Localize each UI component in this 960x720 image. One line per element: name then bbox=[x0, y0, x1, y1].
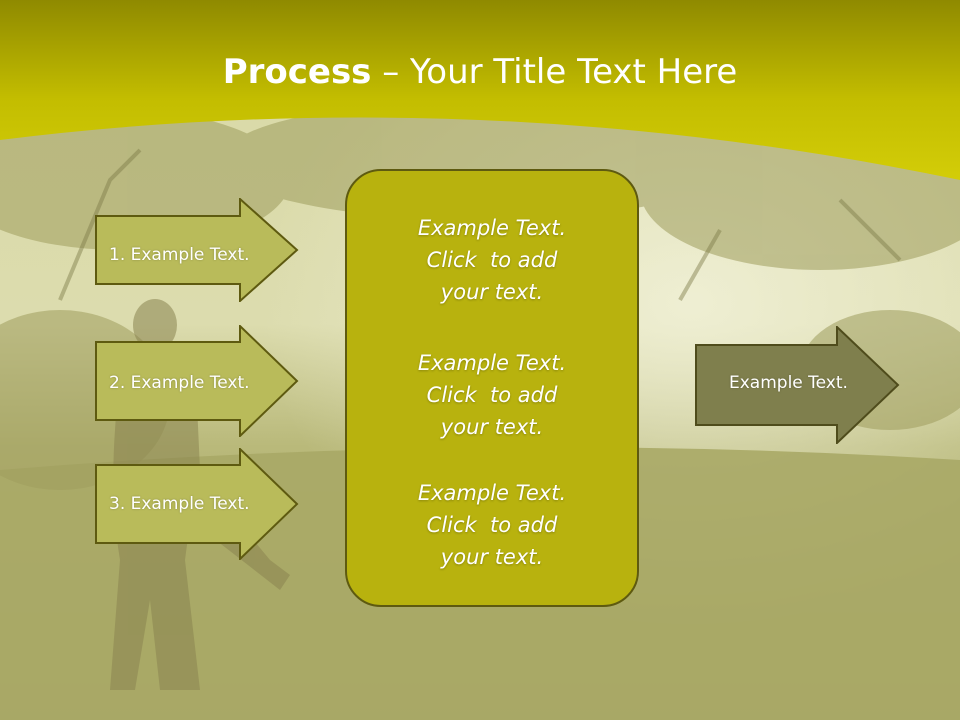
title-rest: – Your Title Text Here bbox=[371, 52, 738, 92]
right-arrow bbox=[695, 326, 900, 444]
left-arrow-3-label: 3. Example Text. bbox=[109, 494, 250, 514]
block-3-line-3: your text. bbox=[440, 545, 544, 569]
left-arrow-1-label: 1. Example Text. bbox=[109, 245, 250, 265]
center-block-2: Example Text. Click to add your text. bbox=[345, 347, 639, 443]
block-3-line-2: Click to add bbox=[426, 513, 558, 537]
left-arrow-2 bbox=[95, 325, 299, 437]
block-2-line-3: your text. bbox=[440, 415, 544, 439]
block-3-line-1: Example Text. bbox=[417, 481, 567, 505]
block-1-line-3: your text. bbox=[440, 280, 544, 304]
slide-title: Process – Your Title Text Here bbox=[0, 52, 960, 92]
left-arrow-3 bbox=[95, 448, 299, 560]
center-text-box bbox=[345, 169, 639, 607]
block-1-line-1: Example Text. bbox=[417, 216, 567, 240]
right-arrow-label: Example Text. bbox=[729, 373, 848, 393]
block-2-line-1: Example Text. bbox=[417, 351, 567, 375]
left-arrow-1 bbox=[95, 198, 299, 302]
block-1-line-2: Click to add bbox=[426, 248, 558, 272]
center-block-3: Example Text. Click to add your text. bbox=[345, 477, 639, 573]
left-arrow-2-label: 2. Example Text. bbox=[109, 373, 250, 393]
title-bold: Process bbox=[222, 52, 372, 92]
block-2-line-2: Click to add bbox=[426, 383, 558, 407]
center-block-1: Example Text. Click to add your text. bbox=[345, 212, 639, 308]
